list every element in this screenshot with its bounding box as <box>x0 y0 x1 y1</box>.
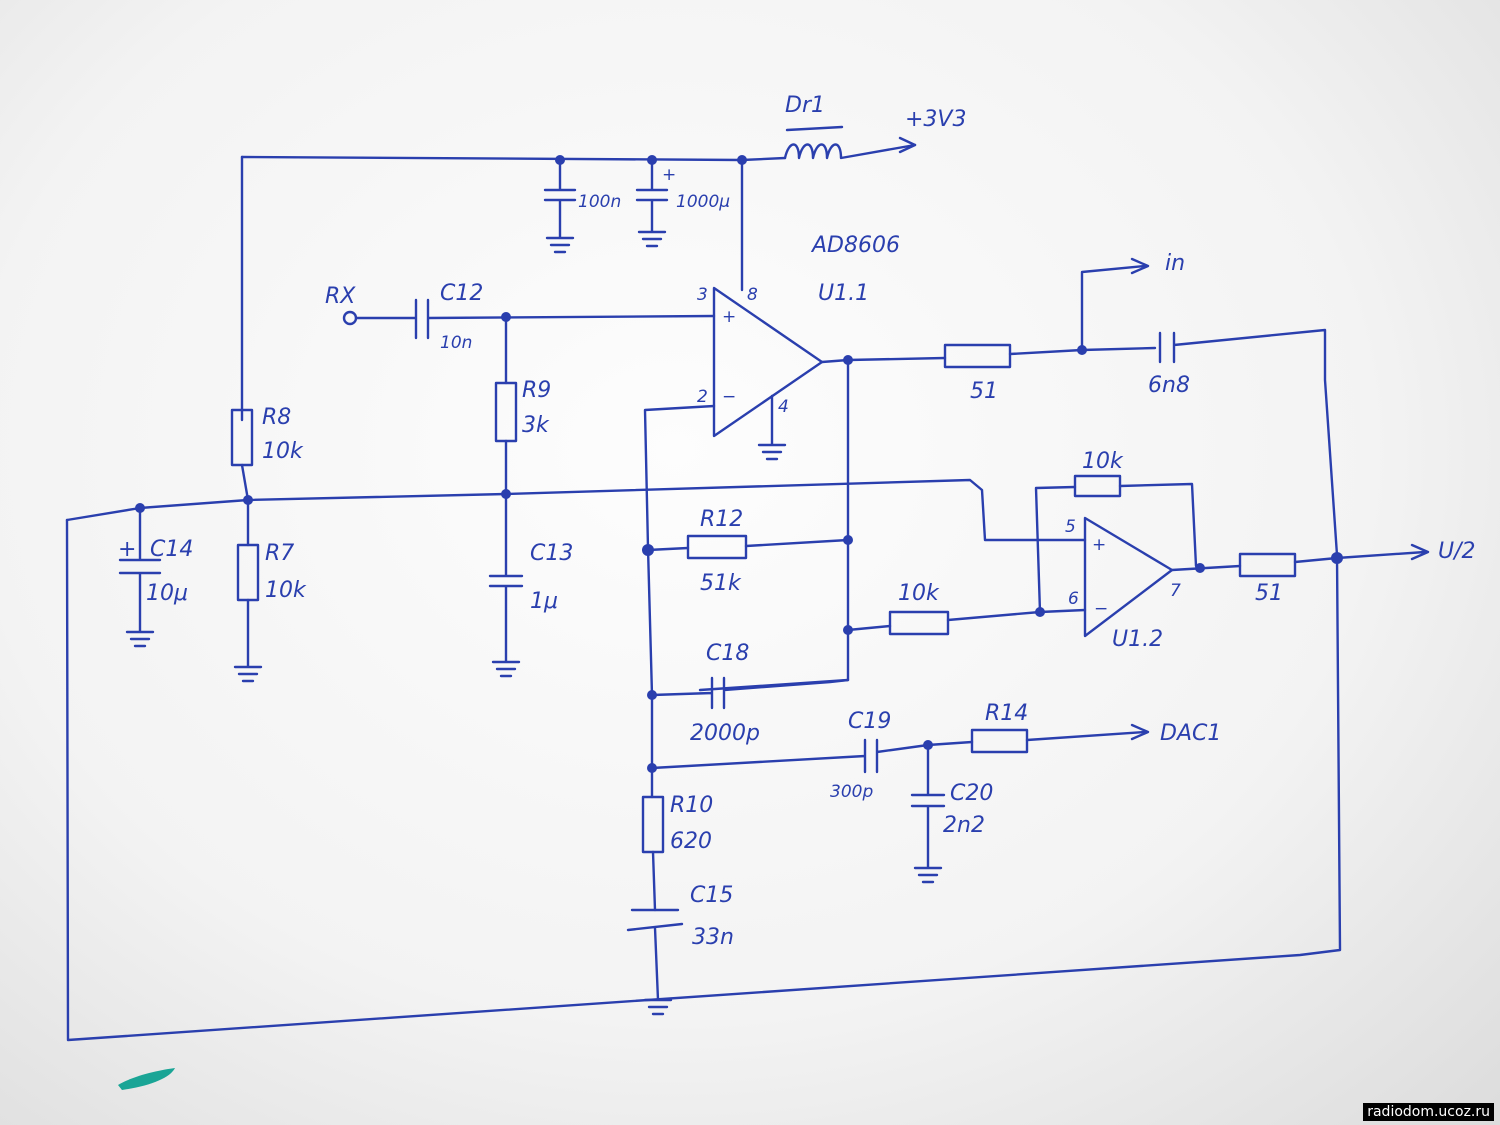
label-c-100n: 100n <box>578 192 621 212</box>
label-c-1000u: 1000μ <box>676 192 730 212</box>
label-r7-val: 10k <box>265 578 307 603</box>
label-c18-val: 2000p <box>690 721 760 746</box>
capacitor-c13 <box>488 492 524 678</box>
feedback-column <box>642 404 716 799</box>
label-r-51a: 51 <box>970 379 998 404</box>
label-c19-val: 300p <box>830 782 873 802</box>
label-vcc: +3V3 <box>905 107 966 132</box>
label-r10: R10 <box>670 793 713 818</box>
opamp-u12 <box>1034 474 1430 638</box>
label-u12-minus: − <box>1094 599 1108 619</box>
capacitor-100n <box>543 158 577 254</box>
capacitor-c18 <box>650 676 850 710</box>
label-r14: R14 <box>985 701 1028 726</box>
label-c15-val: 33n <box>692 925 734 950</box>
opamp-u11 <box>712 286 824 438</box>
label-dr1: Dr1 <box>785 93 825 118</box>
capacitor-c15 <box>626 908 684 1016</box>
label-r-10k-in: 10k <box>898 581 940 606</box>
label-c18: C18 <box>706 641 749 666</box>
label-pin3: 3 <box>697 285 708 305</box>
label-c12: C12 <box>440 281 483 306</box>
label-ic: AD8606 <box>810 233 900 258</box>
label-u12-plus: + <box>1092 535 1106 555</box>
label-pin6: 6 <box>1068 589 1079 609</box>
label-r12: R12 <box>700 507 743 532</box>
label-c19: C19 <box>848 709 891 734</box>
label-r-51b: 51 <box>1255 581 1283 606</box>
label-r9-val: 3k <box>522 413 550 438</box>
label-pin5: 5 <box>1065 517 1076 537</box>
label-u11-minus: − <box>722 387 736 407</box>
ink-smudge <box>118 1068 175 1090</box>
watermark: radiodom.ucoz.ru <box>1363 1103 1494 1121</box>
resistor-r9 <box>494 315 518 496</box>
ground-u11 <box>757 394 787 461</box>
bias-line <box>65 478 1087 542</box>
capacitor-1000u <box>635 158 669 248</box>
label-c13-val: 1μ <box>530 589 558 614</box>
label-pin4: 4 <box>778 397 789 417</box>
capacitor-c12 <box>354 298 716 340</box>
label-r8: R8 <box>262 405 291 430</box>
rx-terminal <box>342 310 358 326</box>
dac-filter <box>650 723 1150 884</box>
capacitor-6n8 <box>65 328 1342 1042</box>
label-rx: RX <box>325 284 356 309</box>
label-r-fb-10k: 10k <box>1082 449 1124 474</box>
label-u12: U1.2 <box>1112 627 1163 652</box>
label-r9: R9 <box>522 378 551 403</box>
label-dac: DAC1 <box>1160 721 1221 746</box>
resistor-r7 <box>233 498 263 683</box>
label-out: U/2 <box>1438 539 1476 564</box>
label-pin2: 2 <box>697 387 708 407</box>
label-c-6n8: 6n8 <box>1148 373 1190 398</box>
label-r8-val: 10k <box>262 439 304 464</box>
resistor-10k-in <box>843 607 1087 636</box>
u11-output-net <box>698 257 1157 692</box>
label-r10-val: 620 <box>670 829 712 854</box>
label-in: in <box>1165 251 1185 276</box>
label-c15: C15 <box>690 883 733 908</box>
label-cap-plus: + <box>662 165 676 185</box>
resistor-r10 <box>641 795 665 912</box>
capacitor-c14 <box>118 506 162 648</box>
resistor-r8 <box>230 408 254 502</box>
label-pin8: 8 <box>747 285 758 305</box>
label-u11: U1.1 <box>818 281 869 306</box>
label-c20-val: 2n2 <box>943 813 985 838</box>
label-r12-val: 51k <box>700 571 742 596</box>
label-pin7: 7 <box>1170 581 1181 601</box>
label-c20: C20 <box>950 781 993 806</box>
label-c14-plus: + <box>118 537 136 562</box>
inductor-dr1 <box>783 125 917 160</box>
power-rail <box>240 155 787 422</box>
resistor-r12 <box>646 534 853 560</box>
label-c13: C13 <box>530 541 573 566</box>
label-c14: C14 <box>150 537 193 562</box>
label-u11-plus: + <box>722 307 736 327</box>
label-c14-val: 10μ <box>146 581 188 606</box>
label-r7: R7 <box>265 541 294 566</box>
label-c12-val: 10n <box>440 333 472 353</box>
